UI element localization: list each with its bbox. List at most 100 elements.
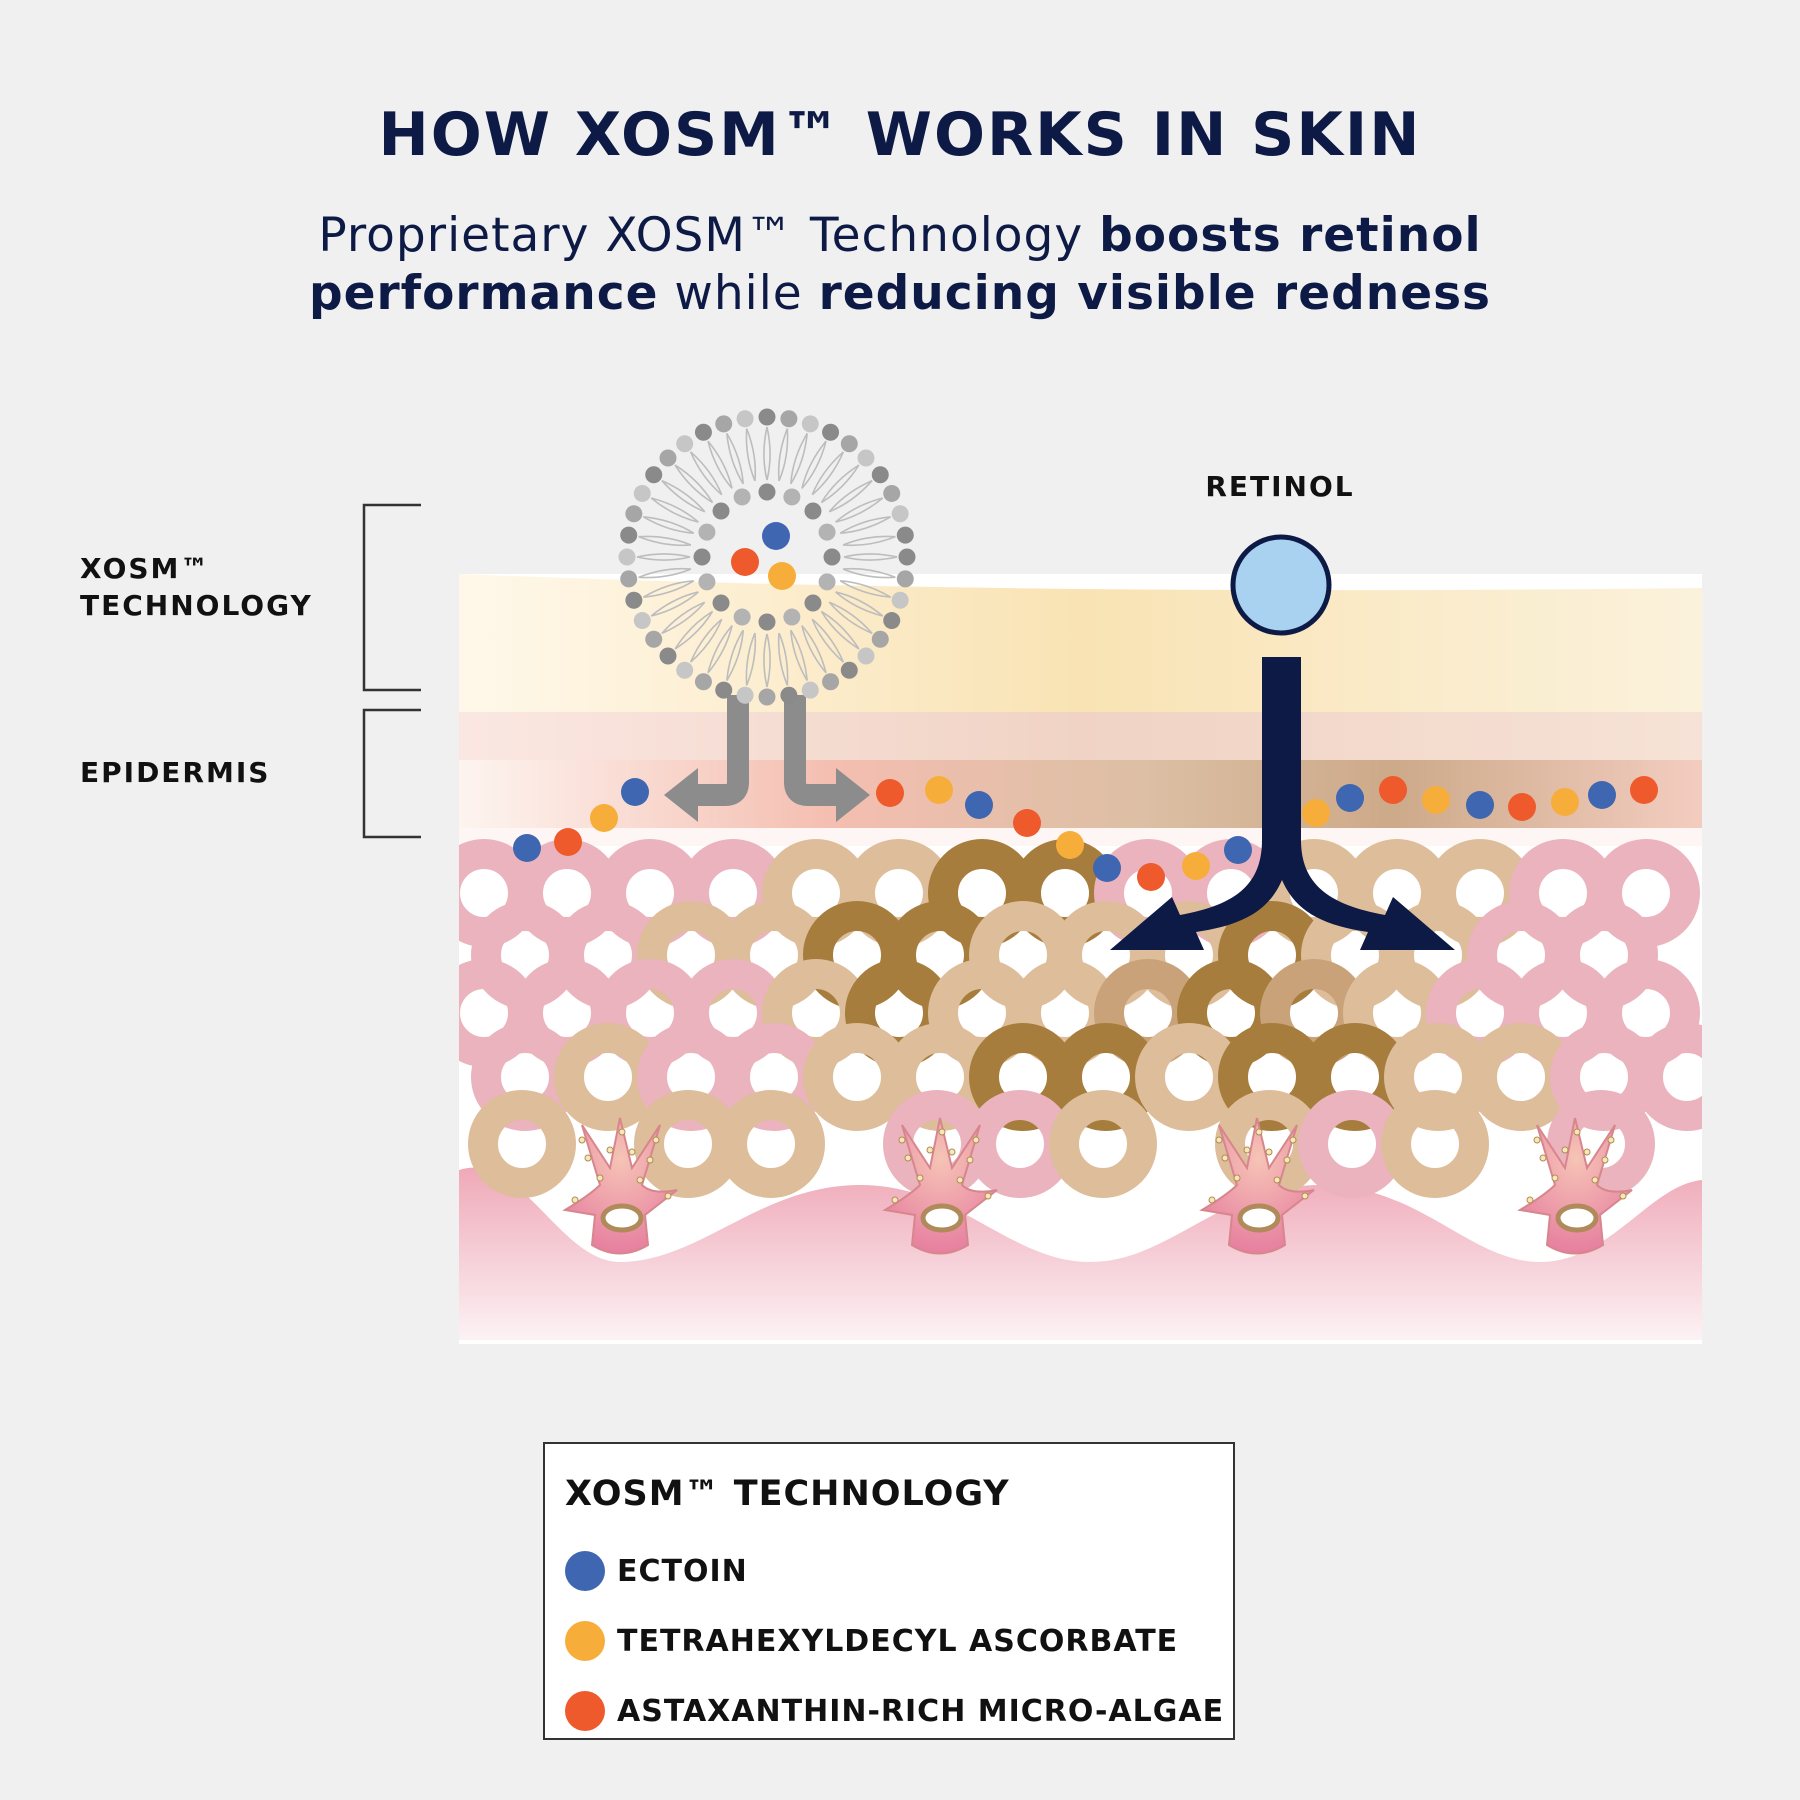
melanin-granule: [636, 1176, 644, 1184]
melanin-granule: [618, 1128, 626, 1136]
lipid-tail: [778, 428, 789, 482]
melanin-granule: [1283, 1156, 1291, 1164]
cell-nucleus: [595, 1064, 621, 1090]
cell-nucleus: [1218, 1000, 1244, 1026]
melanin-granule: [898, 1136, 906, 1144]
melanocyte-body: [562, 1117, 678, 1255]
lipid-head-inner: [783, 608, 801, 626]
lipid-head-inner: [693, 548, 711, 566]
release-arrows: [690, 695, 842, 806]
cell-nucleus: [1176, 1064, 1202, 1090]
xosm-vesicle: [618, 408, 916, 706]
skin-cell: [1633, 1023, 1702, 1131]
cell-nucleus: [1135, 1000, 1161, 1026]
lipid-tail: [766, 426, 771, 481]
cell-nucleus: [1633, 1000, 1659, 1026]
stratum-corneum-layer: [459, 574, 1702, 712]
ascorbate-molecule: [768, 562, 796, 590]
lipid-tail: [843, 553, 898, 558]
lipid-head: [625, 591, 643, 609]
release-arrow-left-head: [664, 768, 698, 822]
lipid-tail: [828, 601, 873, 635]
lipid-tail: [811, 451, 844, 496]
lipid-head: [840, 661, 858, 679]
micro-algae-molecule: [554, 828, 582, 856]
lipid-tail: [828, 480, 873, 513]
lipid-head: [896, 570, 914, 588]
cell-nucleus: [1301, 1000, 1327, 1026]
lipid-head: [801, 681, 819, 699]
cell-nucleus: [471, 1000, 497, 1026]
melanin-granule: [948, 1148, 956, 1156]
melanin-granule: [1208, 1196, 1216, 1204]
ascorbate-molecule: [1056, 831, 1084, 859]
ectoin-molecule: [1224, 836, 1252, 864]
retinol-label: RETINOL: [1205, 470, 1355, 503]
lipid-head: [822, 673, 840, 691]
melanin-granule: [1265, 1148, 1273, 1156]
lipid-tail: [707, 625, 733, 674]
lipid-tail: [842, 535, 896, 547]
lipid-head: [736, 686, 754, 704]
cell-nucleus: [471, 880, 497, 906]
melanin-granule: [1526, 1196, 1534, 1204]
release-arrow-right-head: [836, 768, 870, 822]
melanocyte: [1517, 1117, 1633, 1255]
cell-nucleus: [1467, 880, 1493, 906]
lipid-tail: [726, 630, 745, 682]
cell-nucleus: [554, 880, 580, 906]
melanin-granule: [938, 1128, 946, 1136]
lipid-tail: [643, 516, 695, 534]
melanin-granule: [578, 1136, 586, 1144]
cell-nucleus: [1090, 1131, 1116, 1157]
lipid-head: [659, 647, 677, 665]
melanocyte-body: [1517, 1117, 1633, 1255]
melanin-granule: [606, 1146, 614, 1154]
lipid-tail: [726, 433, 744, 485]
melanin-granule: [1289, 1136, 1297, 1144]
lipid-tail: [690, 451, 723, 496]
lipid-head-inner: [733, 608, 751, 626]
skin-cells: [459, 839, 1702, 1198]
subtitle-text: while: [658, 266, 819, 321]
active-molecules: [513, 776, 1658, 891]
lipid-tail: [707, 440, 733, 489]
micro-algae-molecule: [1013, 809, 1041, 837]
lipid-tail: [726, 432, 745, 484]
lipid-tail: [638, 535, 692, 547]
cell-nucleus: [1633, 880, 1659, 906]
cell-nucleus: [1674, 1064, 1700, 1090]
melanin-granule: [1607, 1136, 1615, 1144]
lipid-tail: [661, 601, 706, 635]
lipid-head: [736, 410, 754, 428]
lipid-head: [801, 415, 819, 433]
lipid-tail: [689, 451, 723, 496]
lipid-tail: [726, 629, 744, 681]
lipid-tail: [835, 497, 884, 523]
cell-nucleus: [927, 942, 953, 968]
lipid-head: [758, 408, 776, 426]
skin-cell: [468, 1090, 576, 1198]
cell-nucleus: [886, 1000, 912, 1026]
cell-nucleus: [720, 880, 746, 906]
cell-nucleus: [1052, 1000, 1078, 1026]
lipid-tail: [790, 433, 808, 485]
lipid-head: [645, 630, 663, 648]
lipid-tail: [840, 516, 892, 535]
lipid-head-inner: [712, 594, 730, 612]
ascorbate-molecule: [1551, 788, 1579, 816]
lipid-tail: [745, 428, 757, 482]
ascorbate-molecule: [925, 776, 953, 804]
cell-nucleus: [678, 942, 704, 968]
lipid-tail: [842, 567, 896, 579]
lipid-head-inner: [804, 594, 822, 612]
cell-nucleus: [512, 1064, 538, 1090]
micro-algae-molecule: [1630, 776, 1658, 804]
lipid-tail: [650, 591, 699, 617]
ectoin-dot: [565, 1551, 605, 1591]
cell-nucleus: [1342, 1064, 1368, 1090]
cell-nucleus: [509, 1131, 535, 1157]
lipid-tail: [790, 629, 808, 681]
lipid-tail: [689, 618, 723, 663]
